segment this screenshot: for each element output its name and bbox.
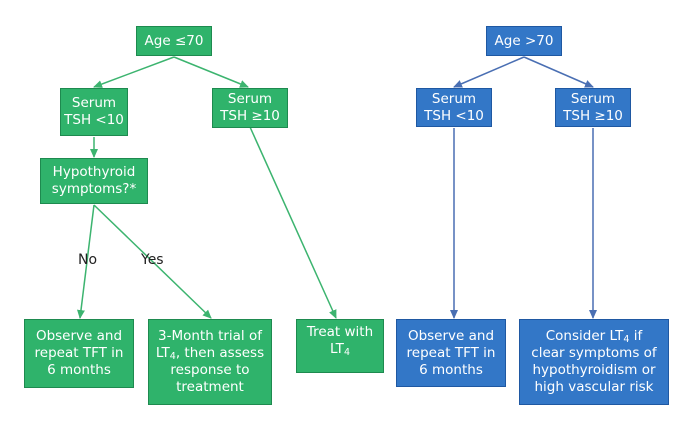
node-text: TSH ≥10 <box>563 107 623 124</box>
node-tsh-lt10-right: Serum TSH <10 <box>416 88 492 127</box>
node-text: LT <box>330 341 344 357</box>
node-text-line: Consider LT4 if <box>546 328 643 345</box>
node-text: , then assess <box>175 345 265 361</box>
node-text: Consider LT <box>545 328 624 344</box>
edge-age-to-tsh-ge10 <box>173 56 249 88</box>
edge-tsh-ge10-to-treat <box>249 126 337 319</box>
subscript: 4 <box>169 351 176 362</box>
node-observe-right: Observe and repeat TFT in 6 months <box>396 319 506 387</box>
node-text-line: LT4 <box>330 341 350 358</box>
node-text-line: LT4, then assess <box>156 345 264 362</box>
node-text: Age ≤70 <box>144 32 204 49</box>
node-text: clear symptoms of <box>531 345 657 361</box>
node-text: 3-Month trial of <box>158 328 262 344</box>
node-text: if <box>629 328 643 344</box>
edge-label-yes: Yes <box>141 252 164 268</box>
edge-age70-to-tsh-lt10 <box>453 56 525 88</box>
node-text: 6 months <box>419 361 483 378</box>
node-text: symptoms?* <box>51 181 137 197</box>
node-text: TSH <10 <box>424 107 484 124</box>
node-consider-lt4: Consider LT4 if clear symptoms of hypoth… <box>519 319 669 405</box>
node-text: Observe and <box>407 327 495 344</box>
node-tsh-ge10-right: Serum TSH ≥10 <box>555 88 631 127</box>
node-text: Serum <box>227 91 273 107</box>
edge-symptoms-yes <box>93 204 212 319</box>
edge-age-to-tsh-lt10 <box>93 56 175 88</box>
node-trial-lt4: 3-Month trial of LT4, then assess respon… <box>148 319 272 405</box>
node-text: high vascular risk <box>534 379 654 395</box>
node-text: treatment <box>176 379 244 395</box>
node-tsh-ge10-left: Serum TSH ≥10 <box>212 88 288 128</box>
node-text: Age >70 <box>494 32 554 49</box>
node-text: Hypothyroid <box>52 164 136 180</box>
edge-label-no: No <box>78 252 98 268</box>
node-tsh-lt10-left: Serum TSH <10 <box>60 88 128 136</box>
node-age-le70: Age ≤70 <box>136 26 212 56</box>
node-text: Observe and <box>35 328 123 344</box>
edge-symptoms-no <box>77 204 95 319</box>
node-text: Serum <box>71 95 117 111</box>
node-age-gt70: Age >70 <box>486 26 562 56</box>
node-observe-left: Observe and repeat TFT in 6 months <box>24 319 134 388</box>
edge-age70-to-tsh-ge10 <box>523 56 594 88</box>
node-treat-lt4: Treat with LT4 <box>296 319 384 373</box>
node-text: Serum <box>570 90 616 107</box>
node-text: TSH <10 <box>64 112 124 128</box>
node-text: Treat with <box>306 324 374 340</box>
node-hypothyroid-symptoms: Hypothyroid symptoms?* <box>40 158 148 204</box>
subscript: 4 <box>343 347 350 358</box>
node-text: hypothyroidism or <box>532 362 656 378</box>
node-text: response to <box>170 362 250 378</box>
node-text: 6 months <box>47 362 111 378</box>
subscript: 4 <box>623 334 630 345</box>
node-text: repeat TFT in <box>406 344 496 361</box>
node-text: LT <box>155 345 170 361</box>
node-text: TSH ≥10 <box>220 108 280 124</box>
node-text: repeat TFT in <box>34 345 124 361</box>
node-text: Serum <box>431 90 477 107</box>
